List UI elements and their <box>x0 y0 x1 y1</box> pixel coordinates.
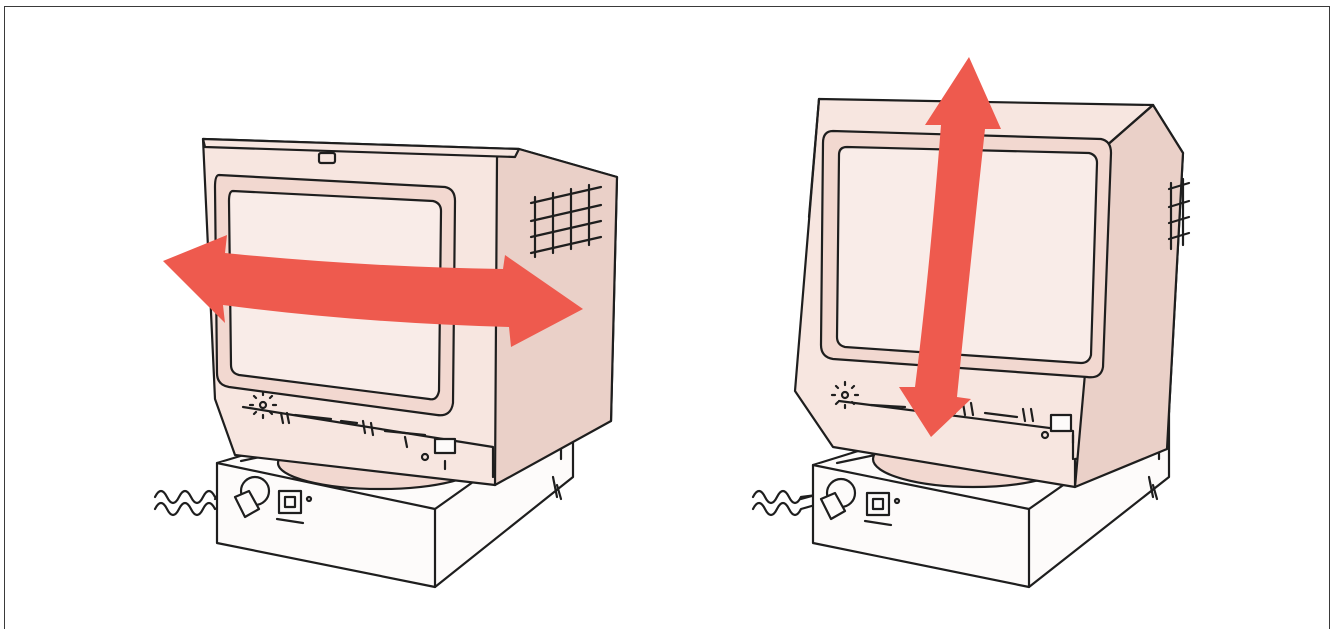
tilt-illustration <box>673 7 1336 630</box>
monitor-icon <box>795 99 1189 487</box>
swivel-drawing <box>5 7 673 630</box>
swivel-illustration <box>5 7 673 630</box>
tilt-drawing <box>673 7 1336 630</box>
figure-frame <box>4 6 1330 629</box>
